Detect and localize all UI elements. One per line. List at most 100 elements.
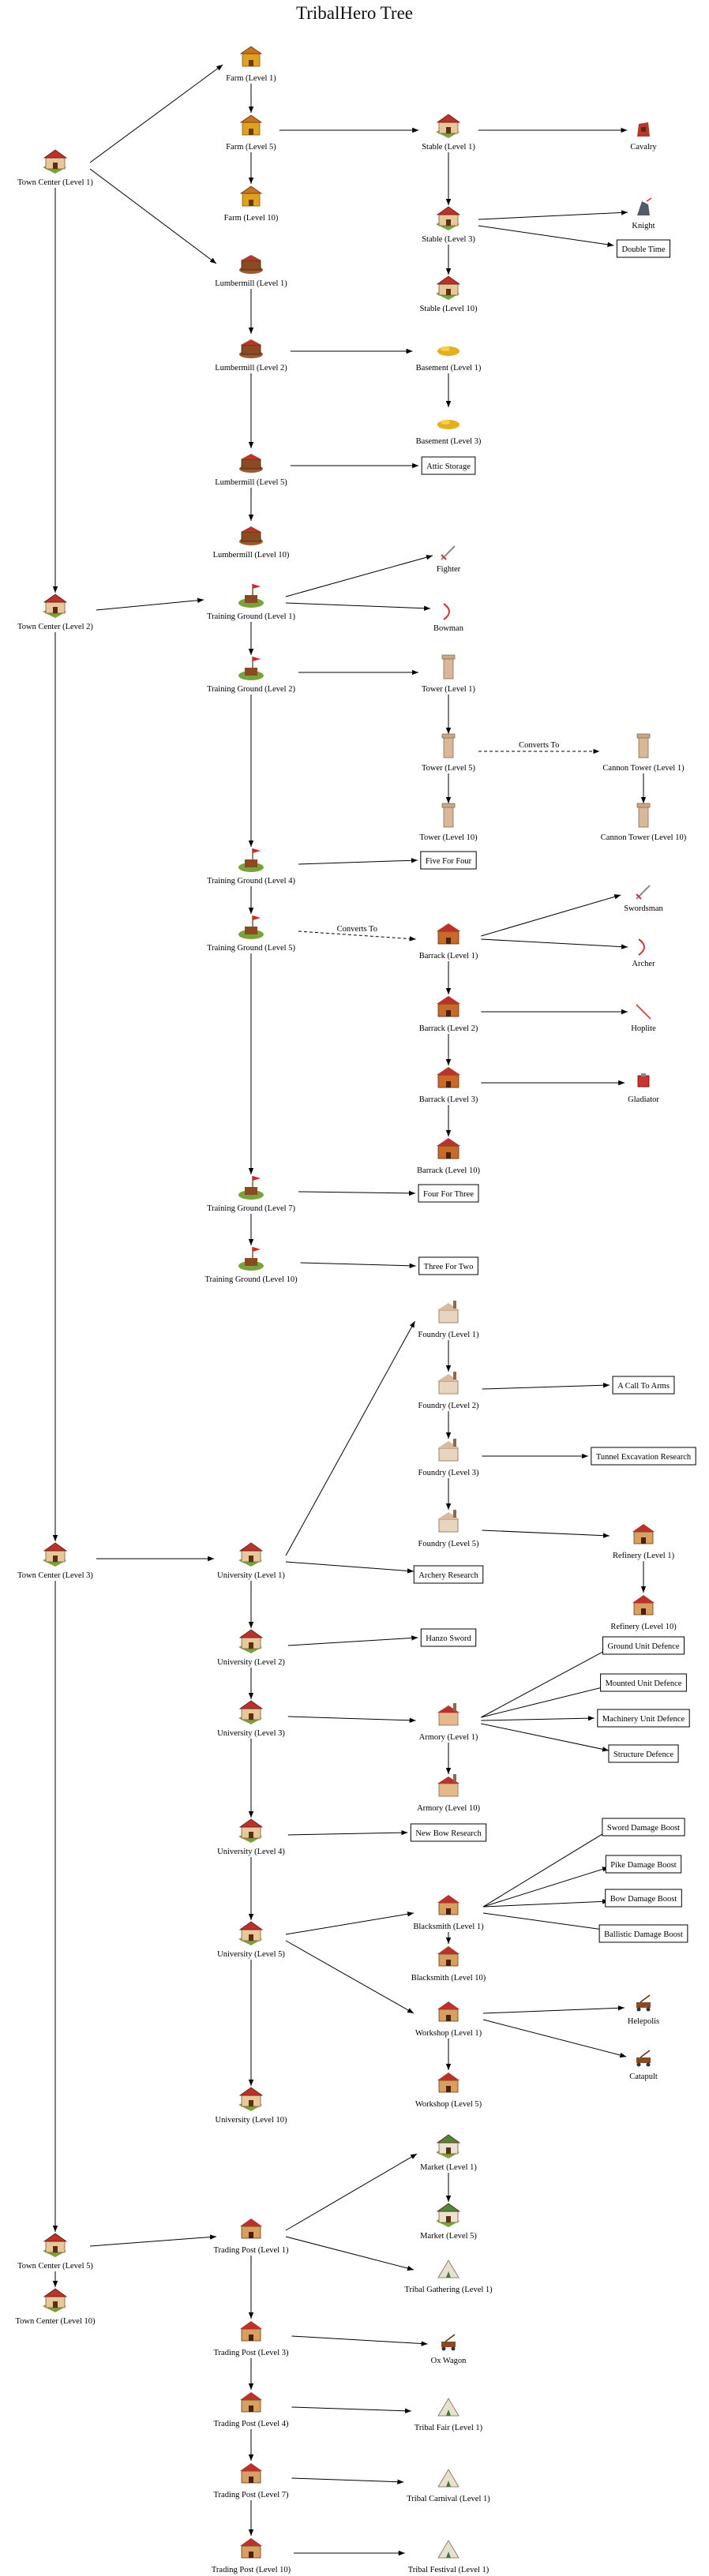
edge-training-ground-level-10-to-three-for-two (300, 1262, 416, 1268)
node-label: Stable (Level 10) (420, 305, 478, 313)
node-label: Helepolis (628, 2017, 659, 2026)
node-label: Tribal Festival (Level 1) (408, 2566, 490, 2574)
node-trading-post-level-7: Trading Post (Level 7) (214, 2463, 289, 2499)
node-label: Farm (Level 5) (226, 143, 276, 152)
node-label: Hoplite (631, 1024, 656, 1033)
node-tribal-fair-level-1: Tribal Fair (Level 1) (415, 2398, 483, 2432)
node-town-center-level-5: Town Center (Level 5) (17, 2233, 93, 2271)
node-market-level-1: Market (Level 1) (420, 2134, 477, 2172)
basement-icon (437, 346, 460, 356)
trading-icon (240, 2463, 262, 2484)
edge-blacksmith-level-1-to-bow-damage-boost (482, 1899, 610, 1908)
node-town-center-level-2: Town Center (Level 2) (17, 593, 93, 631)
edge-barrack-level-1-to-swordsman (481, 894, 621, 937)
edge-barrack-level-1-to-archer (481, 938, 628, 949)
node-bowman: Bowman (433, 603, 464, 633)
edge-town-center-level-5-to-trading-post-level-1 (89, 2234, 217, 2247)
node-box (608, 1744, 679, 1763)
node-armory-level-10: Armory (Level 10) (417, 1774, 480, 1813)
farm-icon (239, 185, 263, 207)
university-icon (238, 1921, 264, 1945)
edge-university-level-4-to-new-bow-research (287, 1829, 408, 1836)
node-blacksmith-level-1: Blacksmith (Level 1) (413, 1895, 484, 1931)
node-box (598, 1924, 688, 1943)
node-box (597, 1709, 690, 1728)
diagram-title: TribalHero Tree (295, 3, 414, 23)
node-box (418, 1256, 478, 1275)
market-icon (436, 2134, 461, 2159)
node-label: Tribal Fair (Level 1) (415, 2424, 483, 2432)
lumbermill-icon (239, 255, 263, 274)
node-label: University (Level 1) (217, 1571, 285, 1580)
node-label: Barrack (Level 2) (419, 1024, 478, 1033)
workshop-icon (437, 2001, 460, 2022)
node-label: Archery Research (418, 1571, 478, 1580)
node-foundry-level-5: Foundry (Level 5) (418, 1510, 479, 1548)
node-town-center-level-1: Town Center (Level 1) (17, 149, 93, 187)
edge-university-level-5-to-blacksmith-level-1 (285, 1911, 415, 1935)
node-catapult: Catapult (629, 2050, 658, 2081)
edge-armory-level-1-to-mounted-unit-defence (481, 1684, 610, 1718)
edge-training-ground-level-4-to-five-for-four (298, 858, 418, 865)
node-box (420, 851, 477, 870)
node-archer: Archer (632, 938, 655, 968)
node-training-ground-level-5: Training Ground (Level 5) (207, 915, 295, 953)
node-label: Gladiator (628, 1095, 659, 1104)
edge-town-center-level-1-to-lumbermill-level-1 (89, 168, 217, 264)
node-label: Training Ground (Level 4) (207, 877, 295, 886)
node-workshop-level-5: Workshop (Level 5) (415, 2072, 482, 2109)
node-label: Tribal Carnival (Level 1) (407, 2495, 490, 2503)
edge-armory-level-1-to-structure-defence (481, 1723, 610, 1752)
edge-workshop-level-1-to-catapult (482, 2019, 627, 2058)
node-box (605, 1855, 682, 1874)
node-label: Knight (632, 222, 655, 230)
node-foundry-level-3: Foundry (Level 3) (418, 1439, 479, 1477)
node-market-level-5: Market (Level 5) (420, 2203, 477, 2241)
node-label: University (Level 5) (217, 1950, 285, 1959)
edge-trading-post-level-7-to-tribal-carnival-level-1 (291, 2477, 404, 2484)
node-university-level-5: University (Level 5) (217, 1921, 285, 1959)
node-label: Blacksmith (Level 10) (411, 1974, 486, 1983)
edge-stable-level-3-to-double-time (478, 225, 614, 248)
node-box (591, 1447, 696, 1466)
node-refinery-level-1: Refinery (Level 1) (613, 1524, 675, 1560)
node-town-center-level-10: Town Center (Level 10) (15, 2288, 96, 2326)
university-icon (238, 1818, 264, 1843)
node-label: Tunnel Excavation Research (596, 1453, 692, 1462)
node-university-level-10: University (Level 10) (216, 2087, 287, 2125)
node-label: Archer (632, 960, 655, 968)
trading-icon (240, 2538, 262, 2559)
node-label: Pike Damage Boost (610, 1861, 676, 1870)
node-hoplite: Hoplite (631, 1004, 656, 1033)
node-barrack-level-1: Barrack (Level 1) (419, 923, 478, 960)
node-tribal-gathering-level-1: Tribal Gathering (Level 1) (404, 2260, 493, 2294)
node-university-level-4: University (Level 4) (217, 1818, 285, 1856)
node-box (600, 1673, 687, 1692)
node-lumbermill-level-1: Lumbermill (Level 1) (215, 255, 287, 288)
training-icon (238, 1247, 264, 1271)
barrack-icon (437, 923, 460, 945)
node-structure-defence: Structure Defence (608, 1744, 679, 1763)
node-cavalry: Cavalry (630, 122, 657, 152)
node-label: Machinery Unit Defence (602, 1715, 685, 1724)
node-lumbermill-level-10: Lumbermill (Level 10) (213, 526, 290, 560)
node-university-level-3: University (Level 3) (217, 1700, 285, 1738)
node-label: Bowman (433, 624, 464, 633)
node-label: Town Center (Level 5) (17, 2262, 93, 2271)
node-label: Trading Post (Level 10) (212, 2566, 291, 2574)
barrack-icon (437, 1067, 460, 1088)
node-training-ground-level-2: Training Ground (Level 2) (207, 657, 295, 694)
edge-town-center-level-2-to-training-ground-level-1 (96, 597, 204, 611)
blacksmith-icon (437, 1946, 460, 1967)
node-box (420, 1628, 477, 1647)
node-label: Stable (Level 1) (422, 143, 475, 152)
node-label: Ballistic Damage Boost (604, 1930, 683, 1939)
node-ballistic-damage-boost: Ballistic Damage Boost (598, 1924, 688, 1943)
node-box (602, 1818, 685, 1837)
node-four-for-three: Four For Three (418, 1184, 479, 1203)
training-icon (238, 584, 264, 608)
node-box (602, 1636, 685, 1655)
node-label: Training Ground (Level 10) (204, 1275, 298, 1284)
node-label: Ox Wagon (431, 2357, 467, 2365)
node-knight: Knight (632, 197, 655, 230)
